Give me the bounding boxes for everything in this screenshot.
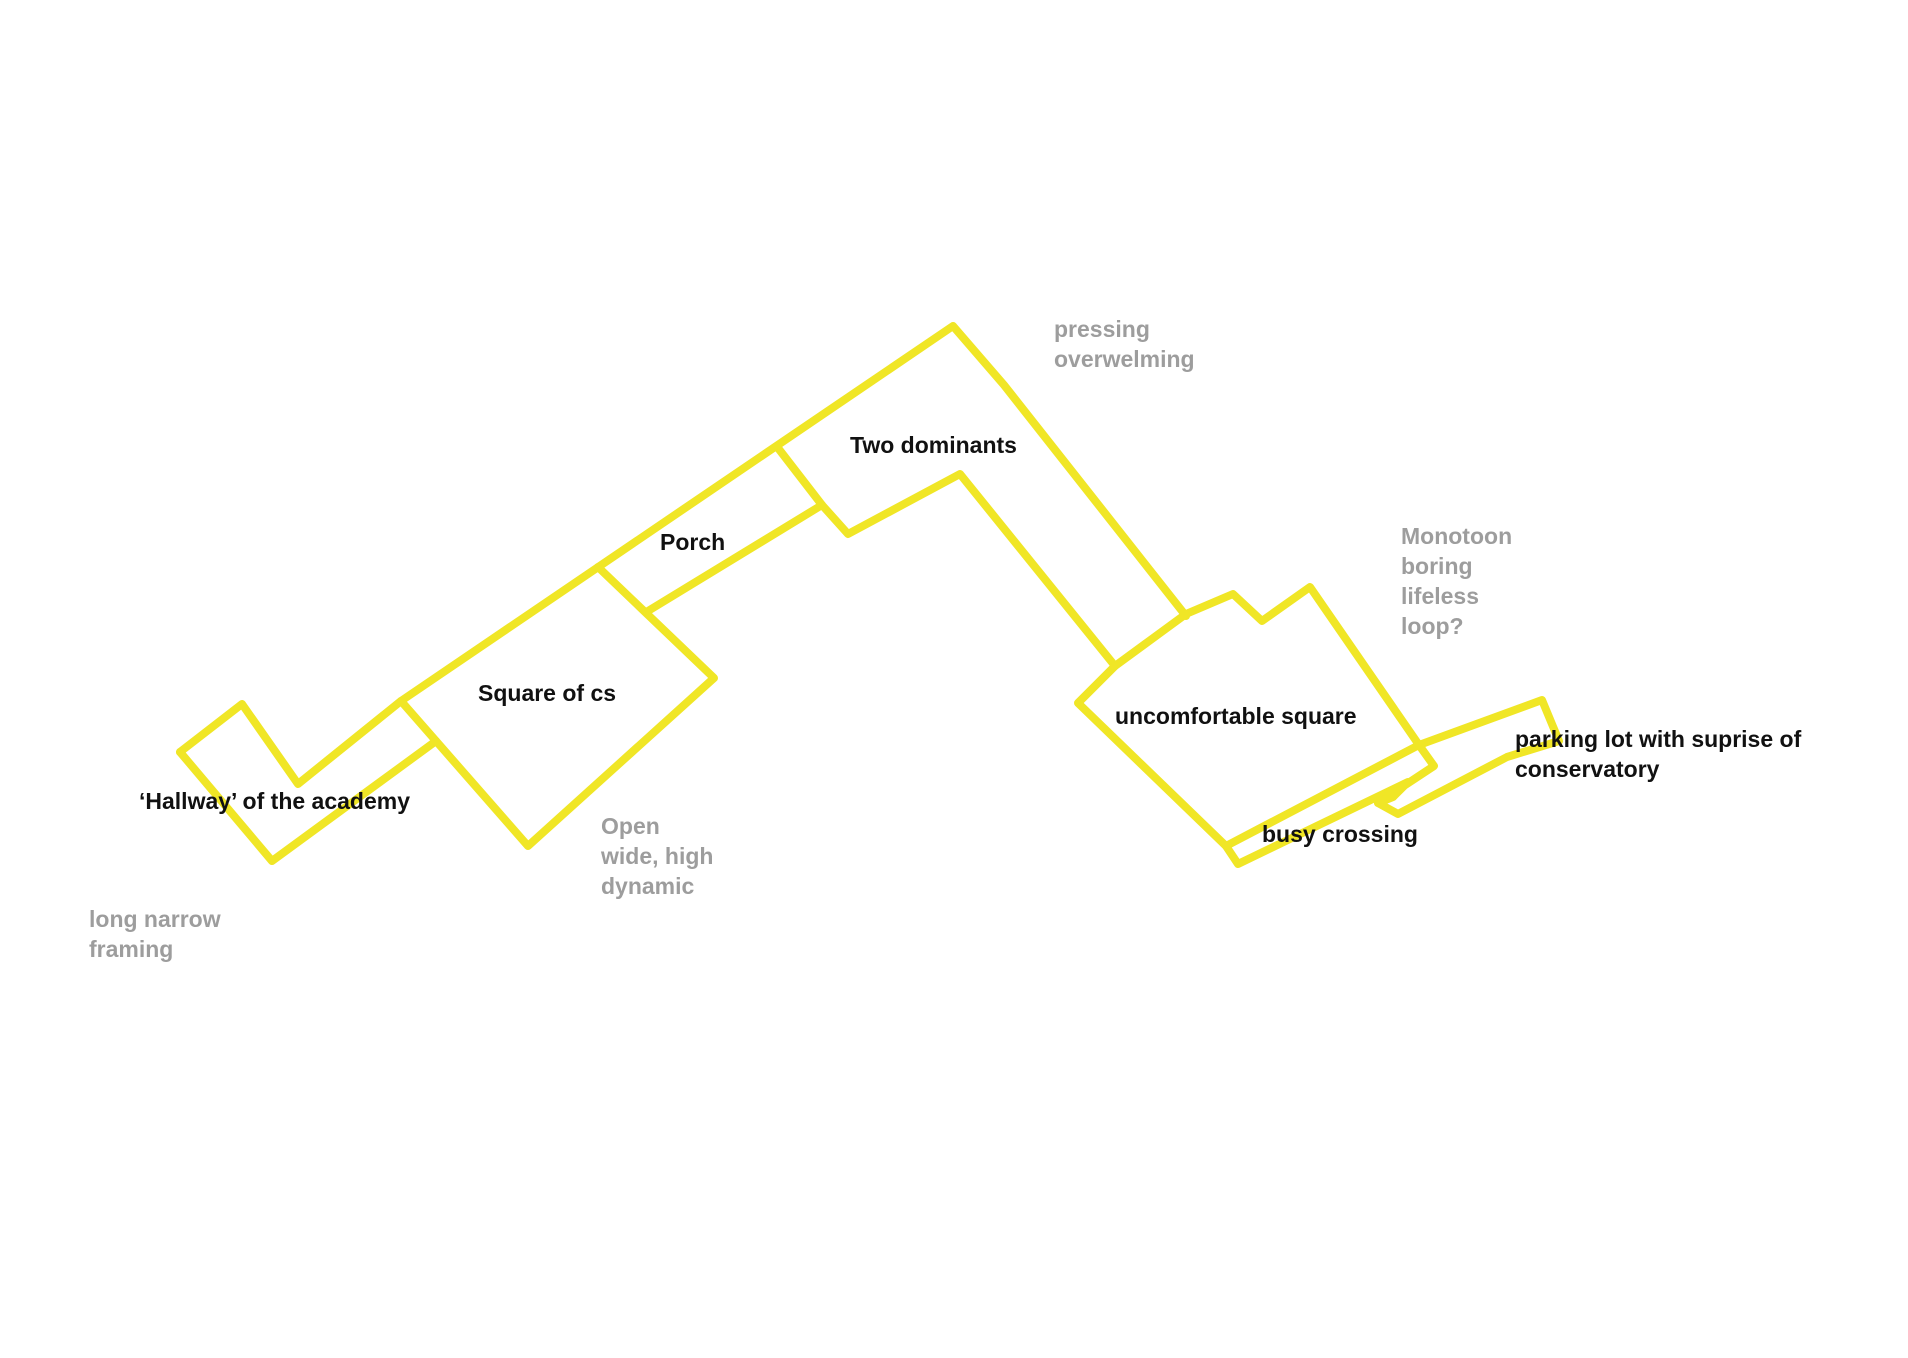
route-busy-crossing-outline bbox=[1222, 741, 1438, 868]
space-label-busy-crossing: busy crossing bbox=[1262, 821, 1418, 847]
note-two-dominants-line-1: pressing bbox=[1054, 316, 1150, 342]
note-uncomfortable-square-line-3: lifeless bbox=[1401, 583, 1479, 609]
space-label-parking-lot-line-2: conservatory bbox=[1515, 756, 1660, 782]
note-uncomfortable-square-line-4: loop? bbox=[1401, 613, 1464, 639]
note-square-of-cs-line-2: wide, high bbox=[601, 843, 714, 869]
route-uncomfortable-square-outline bbox=[1074, 583, 1423, 850]
route-square-of-cs-outline bbox=[397, 563, 718, 850]
route-outline bbox=[176, 322, 1563, 868]
note-square-of-cs-line-1: Open bbox=[601, 813, 660, 839]
route-two-dominants-lower-edge bbox=[818, 470, 1119, 670]
space-label-square-of-cs: Square of cs bbox=[478, 680, 617, 706]
note-hallway: long narrow framing bbox=[89, 904, 221, 964]
note-uncomfortable-square-line-1: Monotoon bbox=[1401, 523, 1513, 549]
space-label-two-dominants: Two dominants bbox=[850, 432, 1017, 458]
note-hallway-line-2: framing bbox=[89, 936, 174, 962]
route-hallway-lower-edge bbox=[176, 737, 440, 865]
note-two-dominants: pressing overwelming bbox=[1054, 314, 1195, 374]
space-label-hallway: ‘Hallway’ of the academy bbox=[139, 788, 411, 814]
space-label-porch: Porch bbox=[660, 529, 726, 555]
note-square-of-cs-line-3: dynamic bbox=[601, 873, 695, 899]
note-uncomfortable-square-line-2: boring bbox=[1401, 553, 1473, 579]
note-hallway-line-1: long narrow bbox=[89, 906, 221, 932]
space-label-parking-lot-line-1: parking lot with suprise of bbox=[1515, 726, 1802, 752]
route-parking-lot-outline bbox=[1374, 696, 1563, 818]
note-uncomfortable-square: Monotoon boring lifeless loop? bbox=[1401, 521, 1512, 641]
note-two-dominants-line-2: overwelming bbox=[1054, 346, 1195, 372]
space-label-parking-lot: parking lot with suprise of conservatory bbox=[1515, 724, 1801, 784]
note-square-of-cs: Open wide, high dynamic bbox=[601, 811, 713, 901]
space-label-uncomfortable-square: uncomfortable square bbox=[1115, 703, 1357, 729]
